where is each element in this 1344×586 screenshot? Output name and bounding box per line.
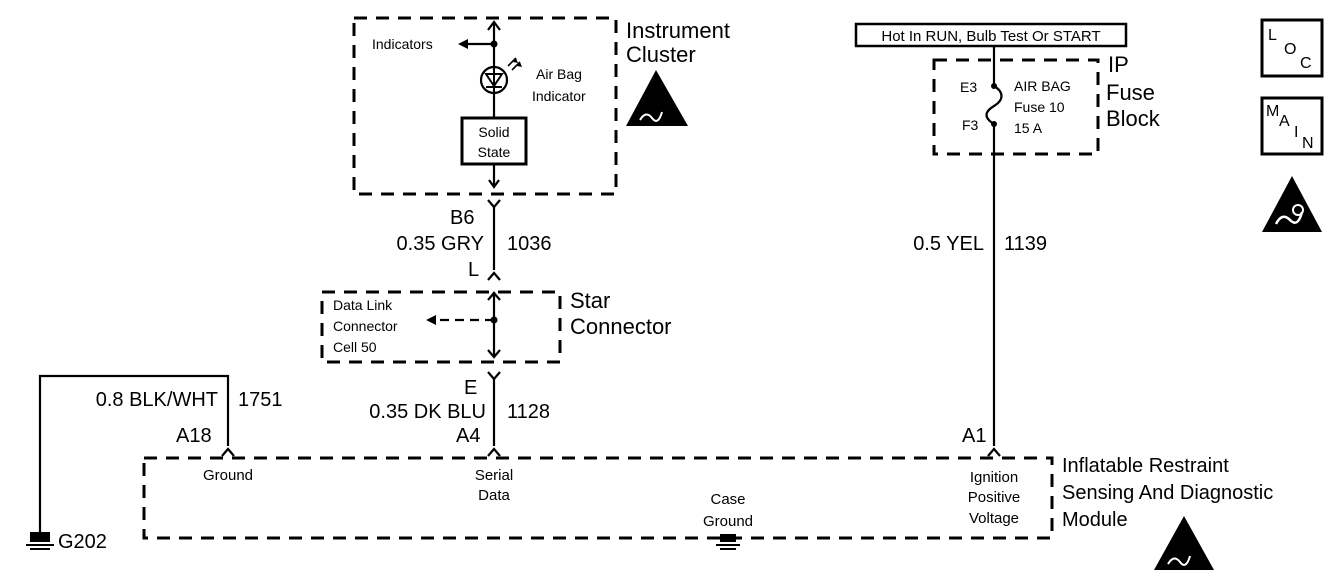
case-ground-icon bbox=[716, 534, 740, 550]
wire-1139: 0.5 YEL 1139 A1 bbox=[913, 154, 1047, 457]
module-ign-label-2: Positive bbox=[968, 489, 1021, 506]
star-connector-box bbox=[320, 290, 562, 364]
pin-b6: B6 bbox=[450, 207, 474, 229]
loc-icon: L O C bbox=[1260, 18, 1324, 78]
instrument-cluster: Instrument Cluster Indicators Air Bag In… bbox=[352, 16, 730, 196]
wire-1751-color: 0.8 BLK/WHT bbox=[96, 389, 218, 411]
dlc-arrow-icon bbox=[426, 315, 436, 325]
connector-male-icon bbox=[987, 447, 1001, 457]
main-icon: M A I N bbox=[1260, 96, 1324, 156]
pin-e: E bbox=[464, 377, 477, 399]
main-letter-4: N bbox=[1302, 135, 1314, 152]
hot-label-box bbox=[854, 22, 1128, 48]
module-ign-label-1: Ignition bbox=[970, 469, 1018, 486]
main-letter-2: A bbox=[1279, 113, 1290, 130]
wire-1128: E 0.35 DK BLU 1128 A4 bbox=[369, 371, 550, 457]
led-indicator-icon bbox=[479, 57, 522, 95]
esd-warning-icon bbox=[626, 70, 688, 126]
sdm-module: Inflatable Restraint Sensing And Diagnos… bbox=[142, 455, 1273, 570]
pin-f3: F3 bbox=[962, 117, 979, 133]
wire-1128-circuit: 1128 bbox=[507, 401, 550, 423]
indicators-arrow-icon bbox=[458, 39, 468, 49]
main-letter-1: M bbox=[1266, 103, 1279, 120]
instrument-cluster-title-2: Cluster bbox=[626, 42, 696, 67]
pin-l: L bbox=[468, 259, 479, 281]
module-serial-label-2: Data bbox=[478, 487, 510, 504]
module-serial-label-1: Serial bbox=[475, 467, 513, 484]
wire-1036-circuit: 1036 bbox=[507, 233, 552, 255]
dlc-label-3: Cell 50 bbox=[333, 339, 377, 355]
wire-1751-circuit: 1751 bbox=[238, 389, 283, 411]
wire-1128-color: 0.35 DK BLU bbox=[369, 401, 486, 423]
solid-state-label-1: Solid bbox=[478, 124, 509, 140]
fuse-block-box bbox=[932, 58, 1100, 156]
ground-symbol-icon bbox=[26, 532, 54, 550]
wire-1036-color: 0.35 GRY bbox=[397, 233, 484, 255]
fuse-label-2: Fuse 10 bbox=[1014, 99, 1065, 115]
pin-a1: A1 bbox=[962, 425, 986, 447]
fuse-block-title-1: IP bbox=[1108, 52, 1129, 77]
module-case-label-1: Case bbox=[710, 491, 745, 508]
module-case-label-2: Ground bbox=[703, 513, 753, 530]
wire-1139-circuit: 1139 bbox=[1004, 233, 1047, 255]
esd-warning-icon bbox=[1262, 176, 1322, 232]
main-letter-3: I bbox=[1294, 124, 1298, 141]
instrument-cluster-title-1: Instrument bbox=[626, 18, 730, 43]
module-title-2: Sensing And Diagnostic bbox=[1062, 482, 1273, 504]
indicators-label: Indicators bbox=[372, 36, 433, 52]
ground-g202: G202 bbox=[58, 531, 107, 553]
solid-state-label-2: State bbox=[478, 144, 511, 160]
module-title-1: Inflatable Restraint bbox=[1062, 455, 1229, 477]
airbag-indicator-label-1: Air Bag bbox=[536, 66, 582, 82]
star-connector-title-1: Star bbox=[570, 288, 610, 313]
airbag-indicator-label-2: Indicator bbox=[532, 88, 586, 104]
wire-1036: B6 0.35 GRY 1036 L bbox=[397, 199, 552, 281]
ip-fuse-block: Hot In RUN, Bulb Test Or START IP Fuse B… bbox=[854, 22, 1161, 156]
connector-male-icon bbox=[487, 271, 501, 281]
down-arrow-icon bbox=[487, 349, 501, 359]
module-title-3: Module bbox=[1062, 509, 1128, 531]
down-arrow-icon bbox=[488, 179, 500, 189]
solid-state-box bbox=[460, 116, 528, 166]
connector-male-icon bbox=[487, 447, 501, 457]
star-connector: Star Connector Data Link Connector Cell … bbox=[320, 288, 672, 364]
loc-letter-2: O bbox=[1284, 41, 1296, 58]
pin-a18: A18 bbox=[176, 425, 212, 447]
loc-letter-1: L bbox=[1268, 27, 1277, 44]
fuse-block-title-2: Fuse bbox=[1106, 80, 1155, 105]
star-connector-title-2: Connector bbox=[570, 314, 672, 339]
sdm-module-box bbox=[142, 456, 1054, 540]
fuse-label-3: 15 A bbox=[1014, 120, 1043, 136]
pin-a4: A4 bbox=[456, 425, 480, 447]
connector-male-icon bbox=[221, 447, 235, 457]
fuse-label-1: AIR BAG bbox=[1014, 78, 1071, 94]
wire-1751: 0.8 BLK/WHT 1751 A18 G202 bbox=[26, 374, 283, 553]
pin-e3: E3 bbox=[960, 79, 977, 95]
esd-warning-icon bbox=[1154, 516, 1214, 570]
loc-letter-3: C bbox=[1300, 55, 1312, 72]
up-arrow-icon bbox=[487, 20, 501, 31]
dlc-label-2: Connector bbox=[333, 318, 398, 334]
fuse-block-title-3: Block bbox=[1106, 106, 1161, 131]
module-ign-label-3: Voltage bbox=[969, 510, 1019, 527]
up-arrow-icon bbox=[487, 291, 501, 301]
hot-label: Hot In RUN, Bulb Test Or START bbox=[881, 28, 1100, 45]
wire-1139-color: 0.5 YEL bbox=[913, 233, 984, 255]
fuse-icon bbox=[985, 85, 1003, 125]
module-ground-label: Ground bbox=[203, 467, 253, 484]
connector-female-icon bbox=[487, 199, 501, 209]
dlc-label-1: Data Link bbox=[333, 297, 393, 313]
connector-female-icon bbox=[487, 371, 501, 381]
